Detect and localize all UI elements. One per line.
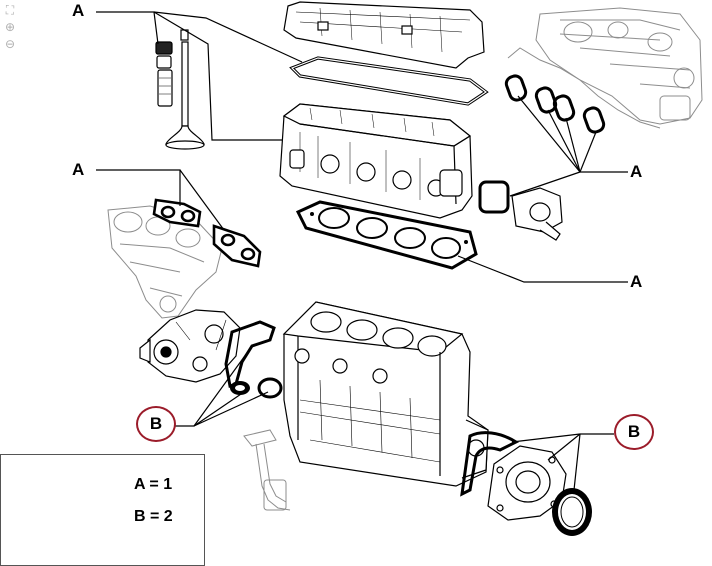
dipstick-tube: [243, 429, 291, 511]
timing-cover-gasket: [224, 320, 276, 388]
valve: [165, 29, 205, 150]
callout-a-left: A: [72, 160, 85, 179]
cylinder-head: [279, 103, 473, 219]
valve-cover-gasket: [289, 56, 489, 106]
legend-line-b: B = 2: [134, 508, 173, 525]
head-gasket: [295, 200, 478, 270]
legend-line-a: A = 1: [134, 476, 173, 493]
fit-to-page-icon[interactable]: ⛶: [5, 3, 15, 17]
callout-b-right: B: [614, 414, 654, 450]
callout-a-right-lower: A: [630, 272, 643, 291]
water-pump: [139, 309, 241, 383]
thermostat-housing: [511, 187, 563, 241]
thermostat-gasket: [478, 180, 510, 214]
zoom-in-icon[interactable]: ⊕: [4, 20, 16, 34]
callout-b-left: B: [136, 406, 176, 442]
rear-seal-carrier: [487, 445, 567, 521]
exploded-diagram: [23, 1, 703, 554]
exhaust-manifold: [107, 205, 223, 319]
legend-box: [0, 454, 205, 566]
callout-a-top: A: [72, 1, 85, 20]
intake-gaskets: [504, 74, 606, 134]
valve-stem-seal: [155, 41, 173, 107]
camshaft-seal: [230, 381, 250, 395]
rear-seal-gasket: [460, 431, 520, 497]
intake-manifold: [507, 7, 703, 129]
engine-block: [282, 301, 489, 487]
leader-lines: [96, 11, 628, 491]
callout-a-right-upper: A: [630, 162, 643, 181]
crankshaft-rear-seal: [552, 488, 592, 536]
zoom-out-icon[interactable]: ⊖: [4, 37, 16, 51]
valve-cover: [283, 1, 485, 69]
crankshaft-front-seal: [257, 377, 283, 399]
exhaust-gaskets: [152, 198, 262, 268]
